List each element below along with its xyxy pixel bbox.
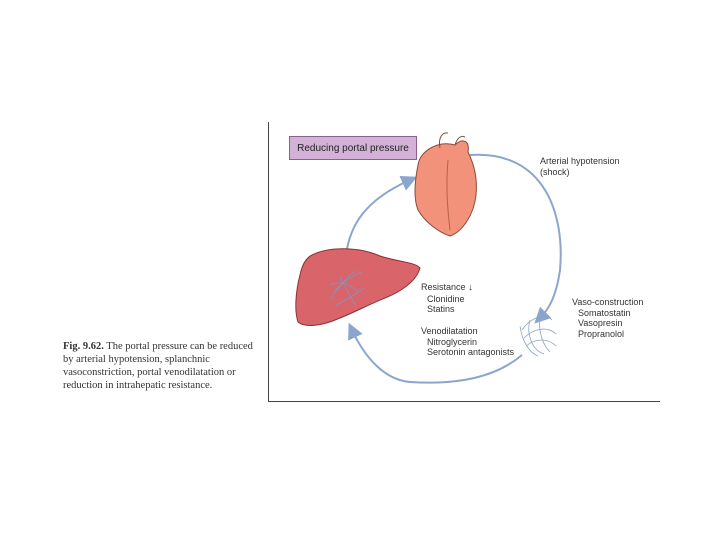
resistance-down-arrow-icon: ↓ [468,282,474,293]
venodilatation-label: Venodilatation Nitroglycerin Serotonin a… [421,326,514,358]
figure-caption-text: The portal pressure can be reduced by ar… [63,341,253,391]
cycle-arc-liver-to-heart [345,175,418,256]
figure-number: Fig. 9.62. [63,341,104,352]
vasoconstriction-item: Vasopresin [578,318,623,328]
vasoconstriction-heading: Vaso-construction [572,297,644,307]
arterial-heading: Arterial hypotension [540,156,620,166]
resistance-label: Resistance ↓ Clonidine Statins [421,282,473,315]
arterial-hypotension-label: Arterial hypotension (shock) [540,156,620,177]
heart-illustration [414,132,477,237]
venodilatation-item: Serotonin antagonists [427,347,515,357]
cycle-arc-vessels-to-liver [348,322,523,384]
splanchnic-vessels-illustration [519,315,557,357]
venodilatation-item: Nitroglycerin [427,336,478,347]
diagram-title: Reducing portal pressure [297,142,409,154]
venodilatation-heading: Venodilatation [421,326,478,336]
resistance-item: Clonidine [427,293,465,304]
circulation-cycle [345,153,562,384]
cycle-arc-heart-to-vessels [469,153,562,324]
figure-caption: Fig. 9.62. The portal pressure can be re… [63,340,263,392]
arterial-detail: (shock) [540,166,570,177]
vasoconstriction-item: Propranolol [578,328,625,339]
diagram-title-box: Reducing portal pressure [289,136,417,160]
resistance-item: Statins [427,304,455,314]
resistance-heading: Resistance [421,282,466,292]
figure-frame [268,122,660,402]
vasoconstriction-label: Vaso-construction Somatostatin Vasopresi… [572,297,643,339]
liver-illustration [295,248,421,326]
vasoconstriction-item: Somatostatin [578,307,631,318]
